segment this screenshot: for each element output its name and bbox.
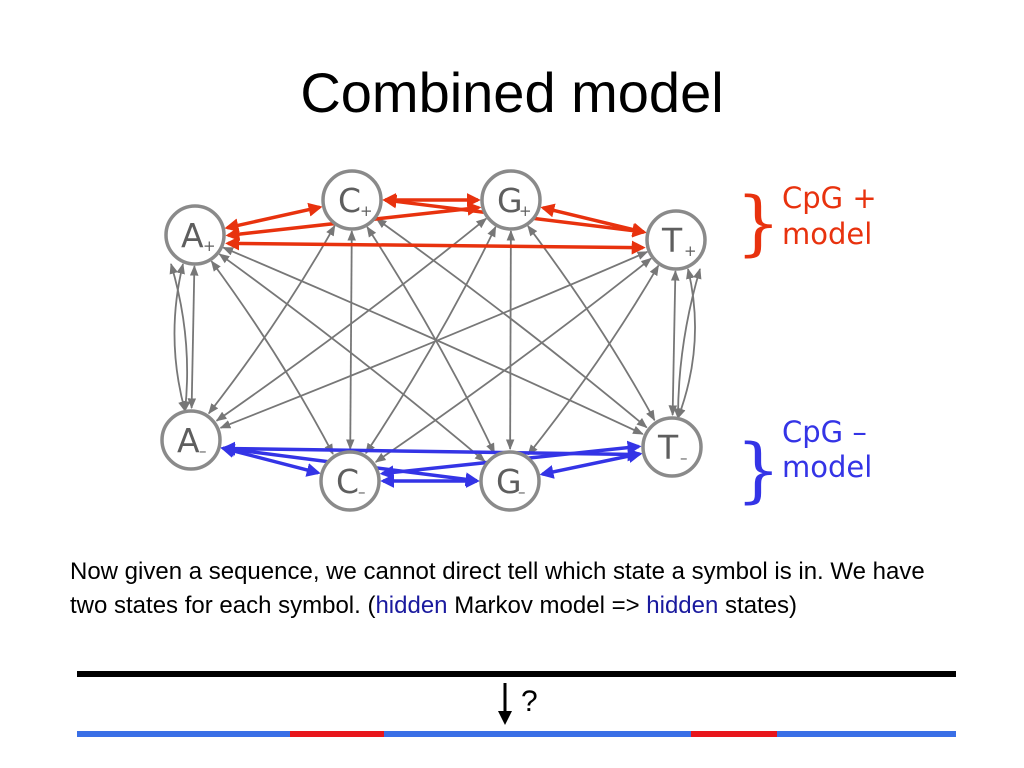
explanation-text: Now given a sequence, we cannot direct t… — [70, 555, 950, 623]
model-edge-G--T- — [539, 449, 643, 479]
state-subscript: – — [518, 483, 526, 501]
cpg-minus-model: model — [782, 450, 872, 484]
hidden-state-bar — [77, 731, 956, 737]
state-subscript: + — [360, 202, 373, 220]
state-letter: G — [497, 181, 523, 220]
state-letter: G — [496, 462, 522, 501]
hidden-word-1: hidden — [375, 592, 448, 619]
cpg-island-segment — [691, 731, 777, 737]
model-edge-A--C- — [220, 444, 321, 477]
state-letter: C — [336, 462, 359, 501]
state-node-a-minus: A– — [160, 409, 222, 471]
explanation-part-1: Now given a sequence, we cannot direct t… — [70, 558, 925, 619]
cpg-minus-label: } CpG – model — [736, 415, 872, 511]
transition-edge-A+-T- — [222, 246, 644, 435]
markov-state-diagram: A+C+G+T+A–C–G–T– } CpG + model } CpG – m… — [160, 169, 877, 512]
cpg-plus-edges — [224, 193, 647, 255]
explanation-part-3: states) — [718, 592, 798, 619]
question-mark: ? — [521, 685, 538, 718]
cpg-plus-label: } CpG + model — [736, 181, 877, 264]
transition-edge-G+-C- — [365, 225, 497, 455]
cpg-plus-model: model — [782, 217, 872, 251]
transition-edge-G+-G- — [505, 229, 516, 451]
state-node-t-plus: T+ — [645, 209, 707, 271]
state-node-c-plus: C+ — [321, 169, 383, 231]
state-node-c-minus: C– — [319, 450, 381, 512]
transition-edge-C+-G- — [366, 226, 496, 455]
slide-title: Combined model — [300, 61, 724, 124]
state-subscript: + — [203, 237, 216, 255]
state-letter: A — [177, 421, 200, 460]
model-edge-G+-T+ — [540, 203, 647, 237]
cpg-plus-title: CpG + — [782, 181, 877, 215]
state-nodes: A+C+G+T+A–C–G–T– — [160, 169, 707, 512]
state-node-a-plus: A+ — [164, 204, 226, 266]
state-letter: C — [338, 181, 361, 220]
model-edge-A+-C+ — [224, 202, 323, 233]
self-letter-edge — [673, 267, 702, 420]
state-subscript: + — [519, 202, 532, 220]
observed-sequence-bar — [77, 671, 956, 677]
self-letter-edge — [173, 262, 187, 413]
transition-edge-C+-C- — [345, 229, 357, 451]
state-node-g-plus: G+ — [480, 169, 542, 231]
transition-edge-T+-C- — [374, 257, 652, 463]
cpg-plus-brace: } — [736, 182, 781, 264]
cross-transition-edges — [169, 217, 702, 463]
state-node-t-minus: T– — [641, 416, 703, 478]
state-subscript: – — [199, 442, 207, 460]
state-subscript: + — [684, 242, 697, 260]
cpg-minus-title: CpG – — [782, 415, 867, 449]
down-arrow-icon — [498, 683, 512, 725]
state-letter: T — [657, 428, 679, 467]
model-edge-A+-T+ — [225, 236, 646, 255]
cpg-minus-brace: } — [736, 429, 781, 511]
hidden-word-2: hidden — [646, 592, 719, 619]
self-letter-edge — [677, 267, 696, 420]
state-subscript: – — [358, 483, 366, 501]
explanation-part-2: Markov model => — [447, 592, 647, 619]
transition-edge-T+-T- — [668, 269, 680, 417]
transition-edge-T+-G- — [527, 264, 660, 456]
transition-edge-A+-A- — [187, 264, 199, 410]
state-letter: A — [181, 216, 204, 255]
cpg-minus-edges — [220, 440, 643, 488]
transition-edge-C+-A- — [208, 224, 336, 415]
state-letter: T — [661, 221, 683, 260]
state-node-g-minus: G– — [479, 450, 541, 512]
cpg-island-segment — [290, 731, 384, 737]
state-subscript: – — [680, 449, 688, 467]
transition-edge-G+-T- — [527, 225, 656, 422]
